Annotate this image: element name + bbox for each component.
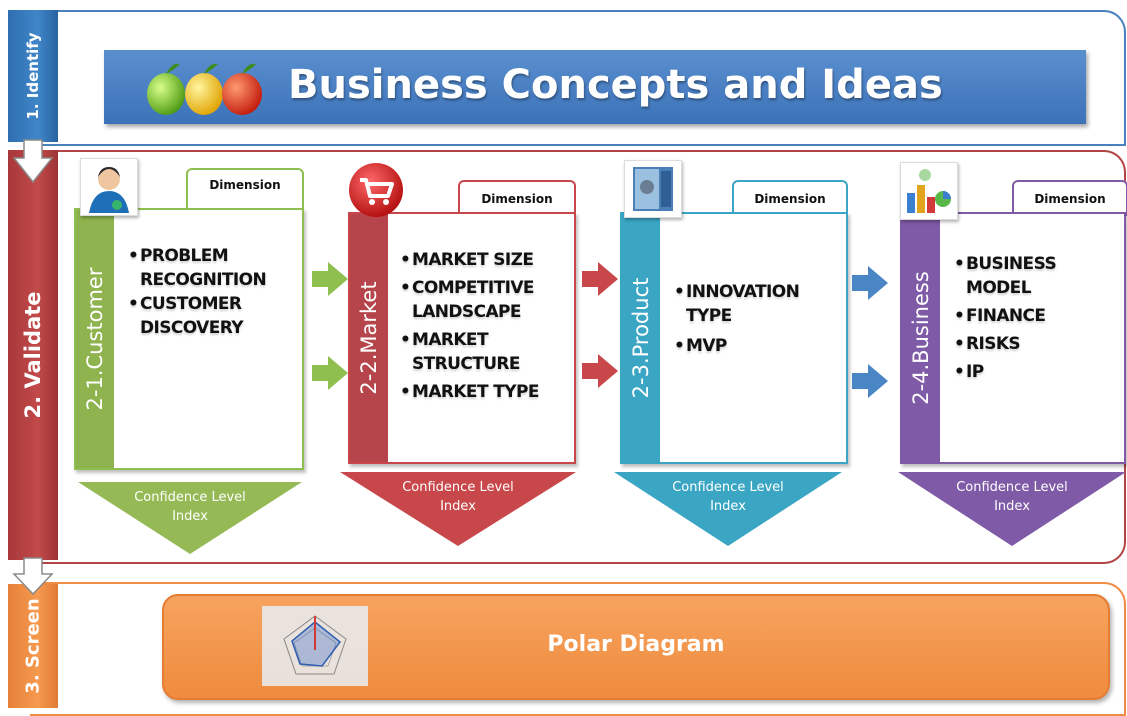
business-icon-box (900, 162, 958, 220)
dimension-tab-label: Dimension (481, 192, 553, 206)
polar-diagram-banner: Polar Diagram (162, 594, 1110, 700)
page-title: Business Concepts and Ideas (288, 62, 943, 108)
polar-diagram-label: Polar Diagram (547, 632, 725, 657)
flow-arrow-market-product-1 (582, 262, 618, 296)
title-banner: Business Concepts and Ideas (104, 50, 1086, 124)
stage-bar-screen: 3. Screen (8, 584, 58, 708)
flow-arrow-market-product-2 (582, 354, 618, 388)
flow-arrow-product-business-1 (852, 266, 888, 300)
stage-bar-validate: 2. Validate (8, 150, 58, 560)
stage-down-arrow-1 (12, 139, 54, 184)
radar-chart-icon (262, 606, 368, 686)
card-label-product: 2-3.Product (629, 277, 653, 399)
dimension-tab-product: Dimension (732, 180, 848, 216)
shopping-cart-icon (349, 163, 403, 217)
card-side-customer: 2-1.Customer (76, 210, 114, 468)
confidence-triangle-business (898, 472, 1126, 546)
confidence-triangle-customer (78, 482, 302, 554)
dimension-tab-label: Dimension (1034, 192, 1106, 206)
stage-label-identify: 1. Identify (24, 32, 42, 120)
list-item: •MARKET TYPE (400, 382, 539, 402)
card-side-market: 2-2.Market (350, 214, 388, 462)
card-label-market: 2-2.Market (357, 281, 381, 395)
card-side-business: 2-4.Business (902, 214, 940, 462)
stage-down-arrow-2 (12, 557, 54, 596)
list-item: •FINANCE (954, 306, 1046, 326)
apples-icon (147, 63, 262, 115)
list-item: •MVP (674, 336, 727, 356)
dimension-tab-label: Dimension (209, 178, 281, 192)
flow-arrow-customer-market-1 (312, 262, 348, 296)
stage-label-screen: 3. Screen (22, 598, 44, 694)
list-item: •MARKET SIZE (400, 250, 534, 270)
product-icon-box (624, 160, 682, 218)
stage-label-validate: 2. Validate (21, 291, 45, 419)
card-label-business: 2-4.Business (909, 271, 933, 405)
card-label-customer: 2-1.Customer (83, 267, 107, 411)
dimension-tab-label: Dimension (754, 192, 826, 206)
card-side-product: 2-3.Product (622, 214, 660, 462)
dimension-tab-business: Dimension (1012, 180, 1127, 216)
safe-vault-icon (633, 167, 673, 211)
business-charts-icon (907, 169, 951, 213)
customer-icon-box (80, 158, 138, 216)
person-icon (89, 167, 129, 213)
flow-arrow-product-business-2 (852, 364, 888, 398)
confidence-triangle-product (614, 472, 842, 546)
flow-arrow-customer-market-2 (312, 356, 348, 390)
stage-bar-identify: 1. Identify (8, 10, 58, 142)
list-item: •RISKS (954, 334, 1021, 354)
confidence-triangle-market (340, 472, 576, 546)
market-icon-box (348, 162, 404, 218)
list-item: •IP (954, 362, 984, 382)
dimension-tab-customer: Dimension (186, 168, 304, 210)
dimension-tab-market: Dimension (458, 180, 576, 216)
